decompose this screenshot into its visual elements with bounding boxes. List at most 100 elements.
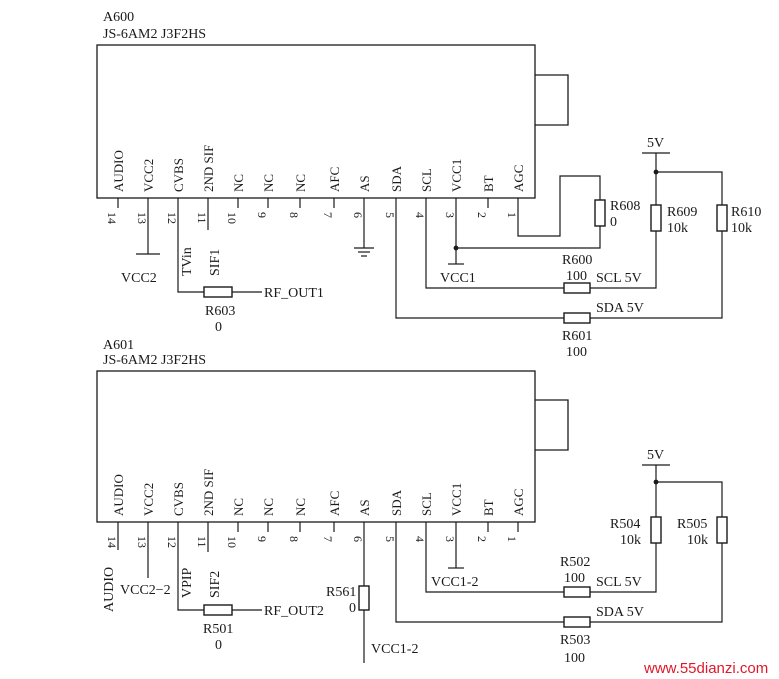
a600-pin-number: 5 [383, 212, 397, 218]
a600-pin-number: 11 [195, 212, 209, 224]
a601-scl-pullup-wire [590, 543, 657, 593]
a600-shield-tab [535, 74, 569, 126]
watermark: www.55dianzi.com [643, 660, 768, 677]
a600-pin-name: SDA [389, 165, 404, 192]
a600-r609-ref: R609 [667, 205, 697, 220]
a601-pin-name: NC [231, 498, 246, 516]
a600-vcc2-label: VCC2 [121, 271, 157, 286]
a601-rfout-label: RF_OUT2 [264, 604, 324, 619]
a601-scl-label: SCL 5V [596, 575, 642, 590]
a600-r600 [563, 282, 591, 294]
a601-pin-number: 12 [165, 536, 179, 548]
a601-pin-name: SCL [419, 492, 434, 516]
a601-body [96, 370, 536, 523]
a600-r600-ref: R600 [562, 253, 592, 268]
a600-scl-wire [425, 208, 564, 289]
a600-sda-wire [395, 208, 564, 319]
a601-pin-number: 2 [475, 536, 489, 542]
a600-pin-number: 2 [475, 212, 489, 218]
a601-pin-name: SDA [389, 489, 404, 516]
a601-scl-wire [425, 532, 564, 593]
a600-r603-ref: R603 [205, 304, 235, 319]
a600-pin-number: 14 [105, 212, 119, 224]
a601-r504-ref: R504 [610, 517, 640, 532]
a601-pin-number: 6 [351, 536, 365, 542]
a600-r610-ref: R610 [731, 205, 761, 220]
a600-pin12-wire [177, 208, 204, 293]
a600-pin-number: 12 [165, 212, 179, 224]
a601-pin-number: 14 [105, 536, 119, 548]
a601-part: JS-6AM2 J3F2HS [103, 353, 206, 368]
a601-pin-number: 8 [287, 536, 301, 542]
a601-pin-name: AFC [327, 491, 342, 516]
a601-r505 [716, 516, 728, 544]
a601-r561 [358, 585, 370, 611]
a600-agc-wire [517, 175, 601, 237]
a600-pin-number: 9 [255, 212, 269, 218]
a601-pin-number: 13 [135, 536, 149, 548]
a600-pin-name: VCC2 [141, 159, 156, 192]
a601-r504 [650, 516, 662, 544]
a601-pin-number: 4 [413, 536, 427, 542]
a601-ref: A601 [103, 338, 134, 353]
a600-pin-number: 13 [135, 212, 149, 224]
a600-pin-name: SCL [419, 168, 434, 192]
a600-pin-number: 6 [351, 212, 365, 218]
a601-pin-name: CVBS [171, 482, 186, 516]
a600-pin-name: AGC [511, 165, 526, 192]
a600-pin-name: 2ND SIF [201, 145, 216, 192]
a601-r502-ref: R502 [560, 555, 590, 570]
a600-5v-label: 5V [647, 136, 664, 151]
a600-pin-number: 3 [443, 212, 457, 218]
a601-pin-number: 5 [383, 536, 397, 542]
a601-r505-value: 10k [687, 533, 708, 548]
a600-sda-label: SDA 5V [596, 301, 644, 316]
a600-pin-number: 8 [287, 212, 301, 218]
a600-pin-name: NC [293, 174, 308, 192]
a601-pin-number: 11 [195, 536, 209, 548]
a600-r603 [203, 286, 233, 298]
a601-pin-name: VCC1 [449, 483, 464, 516]
a600-r608-value: 0 [610, 215, 617, 230]
a601-r501-ref: R501 [203, 622, 233, 637]
a601-sda-wire [395, 532, 564, 623]
a601-pin-number: 1 [505, 536, 519, 542]
a600-vcc1-label: VCC1 [440, 271, 476, 286]
a601-vcc2-label: VCC2−2 [120, 583, 171, 598]
a601-r501-value: 0 [215, 638, 222, 653]
a600-pin-number: 7 [321, 212, 335, 218]
a601-r561-ref: R561 [326, 585, 356, 600]
a600-pin-number: 4 [413, 212, 427, 218]
a601-r504-value: 10k [620, 533, 641, 548]
a601-r502 [563, 586, 591, 598]
a600-r601 [563, 312, 591, 324]
a601-vcc1-as-label: VCC1-2 [371, 642, 418, 657]
a600-ref: A600 [103, 10, 134, 25]
a601-pin-name: VCC2 [141, 483, 156, 516]
a600-part: JS-6AM2 J3F2HS [103, 27, 206, 42]
module-a600: A600 JS-6AM2 J3F2HS AUDIO14VCC213CVBS122… [96, 10, 761, 360]
a601-pin-name: AUDIO [111, 474, 126, 516]
a601-pin-number: 7 [321, 536, 335, 542]
a600-pin-name: AUDIO [111, 150, 126, 192]
a600-pin-name: VCC1 [449, 159, 464, 192]
a600-body [96, 44, 536, 199]
a600-pin-name: AS [357, 175, 372, 192]
a601-r503-value: 100 [564, 651, 585, 666]
a600-r608 [594, 199, 606, 227]
a601-pin-name: AS [357, 499, 372, 516]
a600-pin-name: NC [261, 174, 276, 192]
a601-r561-value: 0 [349, 601, 356, 616]
a600-rfout-label: RF_OUT1 [264, 286, 324, 301]
a601-audio-label: AUDIO [102, 567, 117, 612]
a601-shield-tab [535, 399, 569, 451]
a601-pin-name: NC [261, 498, 276, 516]
a600-scl-pullup-wire [590, 231, 657, 289]
a601-pin12-wire [177, 532, 204, 611]
a600-r610 [716, 204, 728, 232]
a600-r609-value: 10k [667, 221, 688, 236]
a601-pin-number: 3 [443, 536, 457, 542]
a600-r601-ref: R601 [562, 329, 592, 344]
